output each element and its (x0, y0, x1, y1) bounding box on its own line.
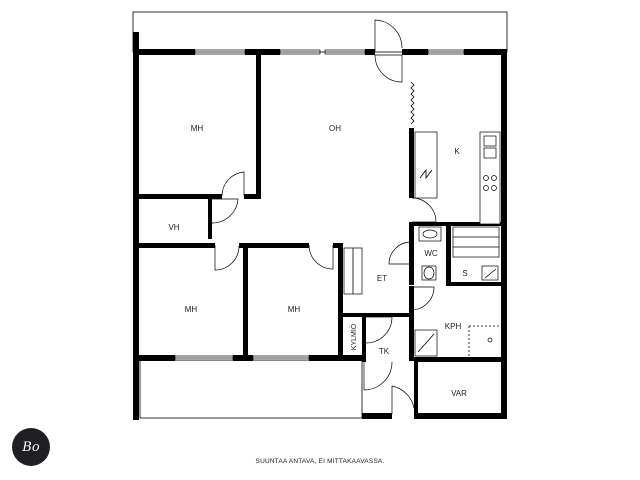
room-label-oh: OH (329, 124, 341, 133)
room-label-kylmio: KYLMIÖ (350, 323, 358, 350)
door-swings (211, 19, 437, 414)
room-label-et: ET (377, 274, 387, 283)
bathroom-fixtures (414, 325, 500, 357)
room-label-mh-mid: MH (288, 305, 301, 314)
interior-walls (139, 55, 501, 419)
kitchen-fixtures (414, 131, 501, 225)
room-label-vh: VH (168, 223, 179, 232)
room-label-s: S (462, 269, 467, 278)
wc-fixtures (418, 226, 442, 281)
folding-partition (410, 81, 415, 125)
bo-logo-icon: Bo (12, 428, 50, 466)
room-label-kph: KPH (445, 322, 462, 331)
logo-text: Bo (22, 439, 40, 455)
room-label-wc: WC (424, 249, 438, 258)
room-label-mh-left: MH (185, 305, 198, 314)
balcony-bottom (139, 359, 363, 419)
room-label-k: K (454, 147, 460, 156)
hall-closet (343, 247, 363, 295)
sauna-benches (452, 226, 500, 281)
disclaimer-text: SUUNTAA ANTAVA, EI MITTAKAAVASSA. (255, 458, 385, 465)
balcony-top (132, 11, 508, 53)
windows (174, 49, 465, 361)
room-label-mh-top: MH (191, 124, 204, 133)
exterior-walls (133, 32, 507, 420)
room-label-var: VAR (451, 389, 467, 398)
room-label-tk: TK (379, 347, 390, 356)
